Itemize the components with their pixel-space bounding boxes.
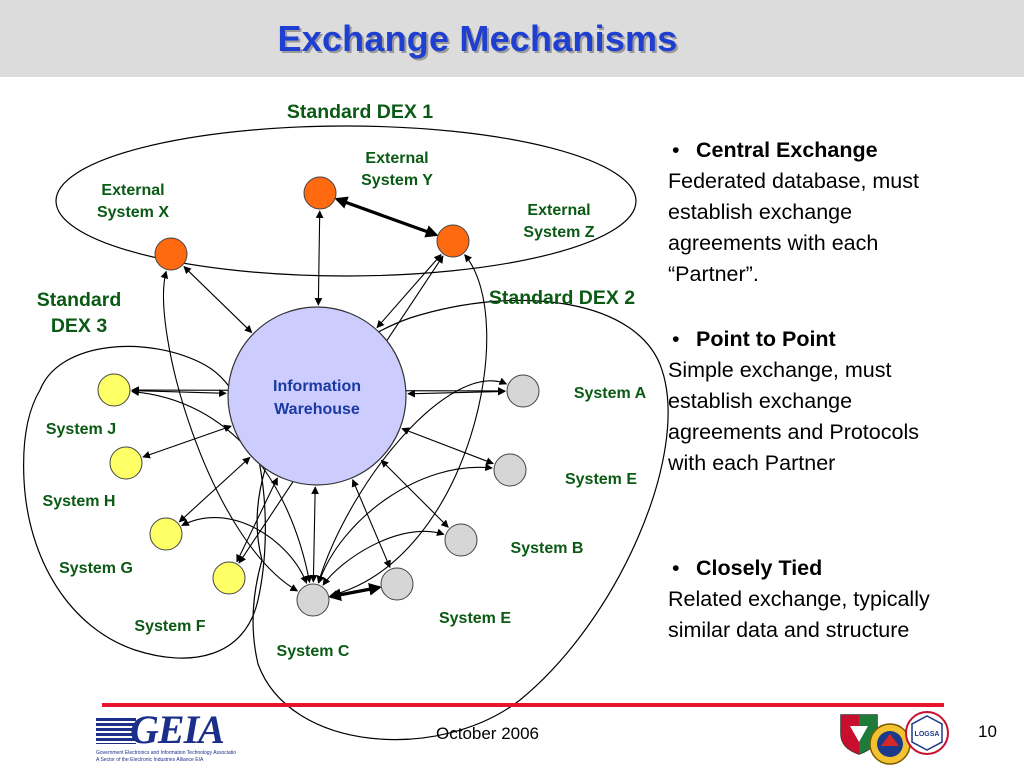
system-node-c — [296, 583, 330, 617]
bullet-line: establish exchange — [668, 389, 853, 413]
logsa-seal-text: LOGSA — [915, 731, 940, 738]
bullet-point-to-point: Point to Point Simple exchange, must esta… — [668, 324, 1008, 479]
system-node-e1 — [493, 453, 527, 487]
bullet-text: Federated database, must establish exchan… — [668, 166, 1008, 290]
bullet-line: establish exchange — [668, 200, 853, 224]
bullet-line: with each Partner — [668, 451, 836, 475]
bullet-line: Simple exchange, must — [668, 358, 892, 382]
link-x-iw — [183, 266, 253, 334]
group-label-dex1: Standard DEX 1 — [287, 101, 433, 123]
bullet-line: “Partner”. — [668, 262, 759, 286]
group-label-dex2: Standard DEX 2 — [489, 287, 635, 309]
bullet-closely-tied: Closely Tied Related exchange, typically… — [668, 553, 1008, 646]
link-z-iw — [376, 253, 442, 329]
system-label-e1: System E — [565, 471, 637, 488]
link-iw-h — [142, 424, 232, 459]
system-label-a: System A — [574, 385, 647, 402]
system-label-f: System F — [134, 618, 205, 635]
system-node-e2 — [380, 567, 414, 601]
geia-subcaption: A Sector of the Electronic Industries Al… — [96, 757, 204, 763]
system-node-a — [506, 374, 540, 408]
link-iw-b — [380, 459, 449, 528]
bullet-line: agreements and Protocols — [668, 420, 919, 444]
system-node-g — [149, 517, 183, 551]
bullet-heading: Central Exchange — [668, 135, 1008, 166]
footer-divider — [102, 703, 944, 707]
link-y-iw — [314, 210, 324, 306]
footer-date: October 2006 — [436, 724, 540, 743]
geia-stripes-icon — [96, 718, 136, 744]
bullet-line: similar data and structure — [668, 618, 910, 642]
system-node-f — [212, 561, 246, 595]
system-label-j: System J — [46, 421, 116, 438]
bullet-line: agreements with each — [668, 231, 879, 255]
link-iw-c — [309, 486, 319, 583]
link-iw-e1 — [401, 427, 494, 465]
system-node-j — [97, 373, 131, 407]
bullet-text: Simple exchange, must establish exchange a… — [668, 355, 1008, 479]
link-iw-g — [178, 456, 251, 523]
geia-logo: GEIA Government Electronics and Informat… — [92, 707, 240, 766]
link-iw-e2 — [351, 479, 391, 569]
page-number: 10 — [978, 722, 997, 741]
system-node-h — [109, 446, 143, 480]
system-node-y — [303, 176, 337, 210]
title-bar — [0, 0, 1024, 77]
army-shield-icon — [840, 714, 878, 755]
system-label-e2: System E — [439, 610, 511, 627]
bullet-line: Related exchange, typically — [668, 587, 930, 611]
bullet-text: Related exchange, typically similar data … — [668, 584, 1008, 646]
round-seal-icon — [869, 723, 911, 765]
system-label-c: System C — [277, 643, 350, 660]
geia-wordmark: GEIA — [130, 707, 225, 752]
logsa-seal-icon: LOGSA — [905, 711, 949, 755]
system-label-h: System H — [43, 493, 116, 510]
link-iw-a — [407, 387, 506, 398]
system-label-b: System B — [511, 540, 584, 557]
link-c-e2 — [328, 582, 382, 602]
system-node-b — [444, 523, 478, 557]
system-label-g: System G — [59, 560, 133, 577]
geia-caption: Government Electronics and Information T… — [96, 750, 236, 756]
system-node-z — [436, 224, 470, 258]
link-iw-f — [236, 477, 278, 563]
bullet-heading: Point to Point — [668, 324, 1008, 355]
slide-title: Exchange Mechanisms — [277, 18, 678, 59]
link-y-z — [334, 196, 439, 238]
bullet-heading: Closely Tied — [668, 553, 1008, 584]
system-node-x — [154, 237, 188, 271]
information-warehouse-node — [227, 306, 407, 486]
bullet-central-exchange: Central Exchange Federated database, mus… — [668, 135, 1008, 290]
bullet-line: Federated database, must — [668, 169, 919, 193]
